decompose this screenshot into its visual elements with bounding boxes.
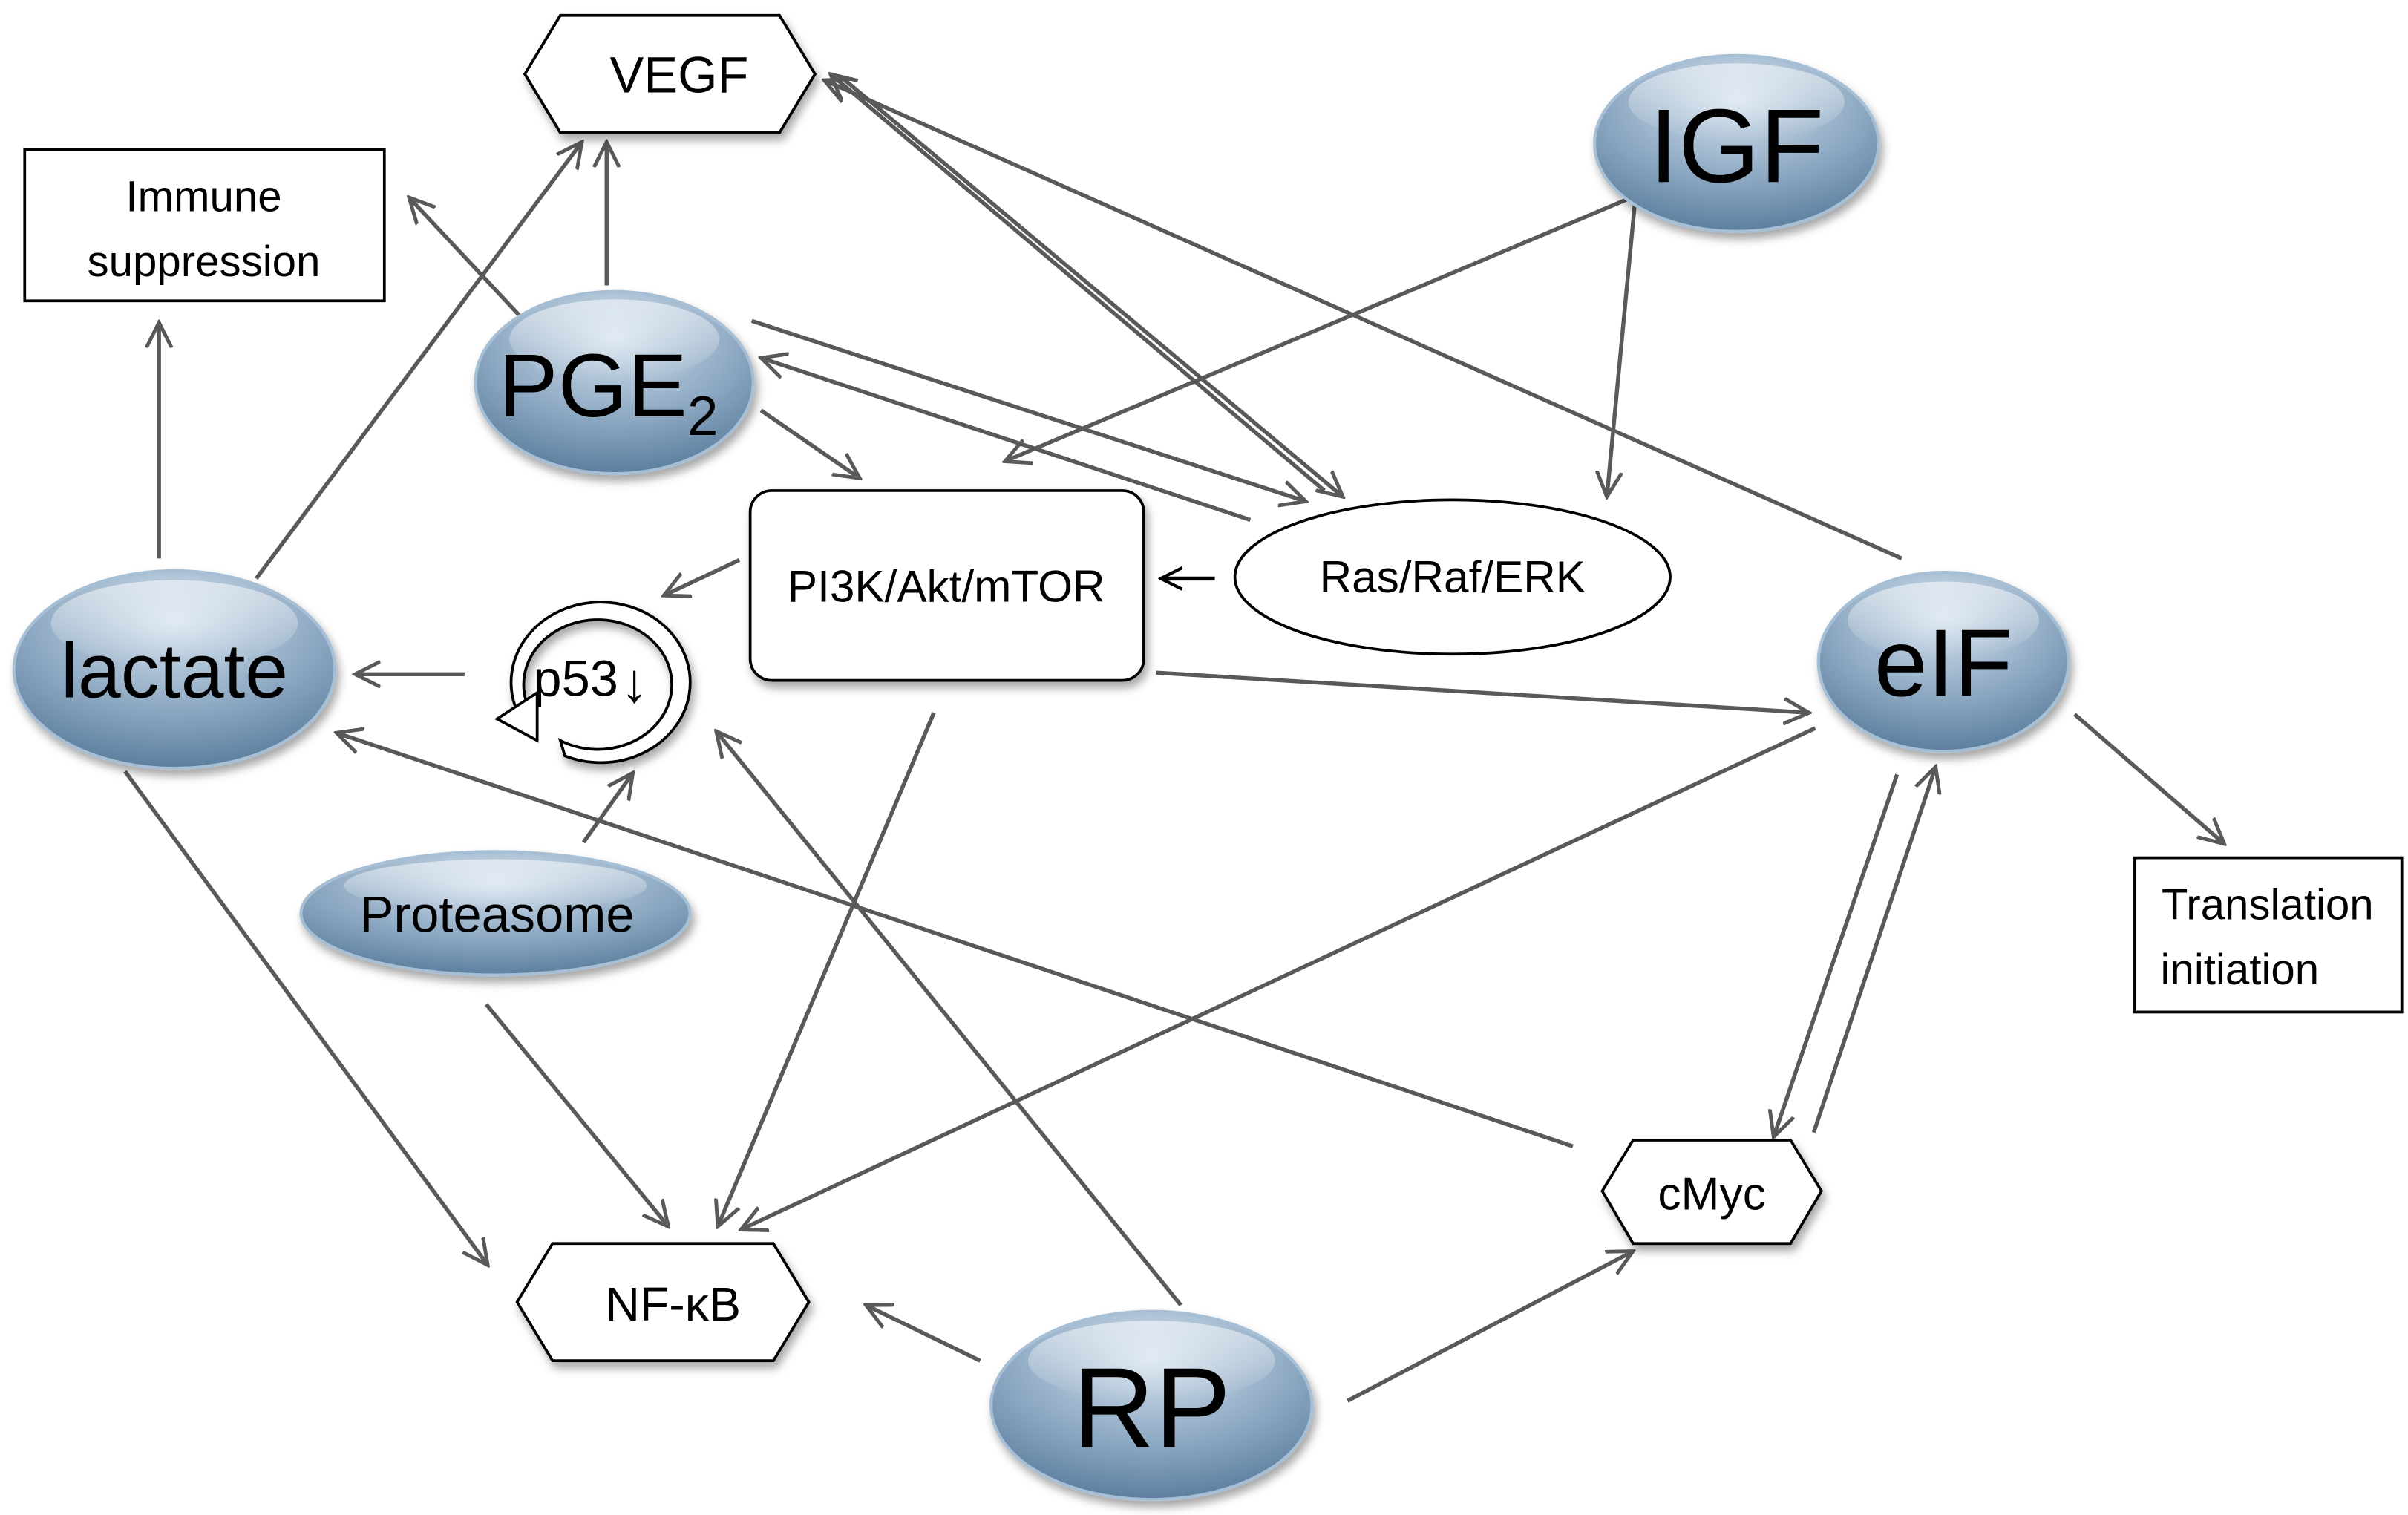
edge-rp-to-nfkb bbox=[866, 1305, 981, 1363]
edge-pi3k-to-p53 bbox=[664, 558, 741, 595]
edge-ras-to-vegf bbox=[831, 74, 1326, 492]
immune-suppression-node: Immune suppression bbox=[23, 148, 386, 303]
ras-label: Ras/Raf/ERK bbox=[1320, 552, 1586, 602]
edge-eif-to-nfkb bbox=[741, 726, 1816, 1229]
eif-node: eIF bbox=[1816, 571, 2070, 753]
edge-eif-to-vegf bbox=[824, 80, 1903, 560]
proteasome-node: Proteasome bbox=[299, 850, 692, 977]
vegf-label: VEGF bbox=[610, 47, 749, 104]
immune-suppression-label-line2: suppression bbox=[88, 238, 321, 286]
p53-cycle-arrowhead-icon bbox=[494, 690, 539, 743]
cmyc-hexagon bbox=[1600, 1139, 1823, 1246]
p53-down-arrow-icon: ↓ bbox=[621, 652, 648, 714]
edge-pi3k-to-nfkb bbox=[718, 712, 936, 1226]
cmyc-node: cMyc bbox=[1600, 1139, 1823, 1246]
pge2-highlight bbox=[509, 299, 720, 380]
edge-pge2-to-immune-suppression bbox=[409, 197, 522, 318]
edge-pi3k-to-eif bbox=[1156, 670, 1810, 713]
pge2-label-subscript: 2 bbox=[687, 385, 719, 447]
edge-eif-to-translation bbox=[2073, 713, 2225, 844]
proteasome-highlight bbox=[344, 859, 647, 912]
edge-rp-to-p53 bbox=[716, 731, 1182, 1307]
ras-node: Ras/Raf/ERK bbox=[1233, 498, 1672, 656]
rp-node: RP bbox=[989, 1309, 1314, 1502]
edge-lactate-to-nfkb bbox=[123, 770, 488, 1265]
ras-ellipse bbox=[1233, 498, 1672, 656]
edge-proteasome-to-nfkb bbox=[484, 1003, 668, 1226]
translation-initiation-box bbox=[2133, 856, 2404, 1014]
rp-label: RP bbox=[1072, 1344, 1231, 1472]
lactate-node: lactate bbox=[12, 569, 337, 770]
proteasome-label: Proteasome bbox=[360, 886, 635, 943]
vegf-hexagon bbox=[523, 13, 817, 134]
rp-highlight bbox=[1027, 1321, 1275, 1401]
cmyc-label: cMyc bbox=[1658, 1168, 1766, 1220]
p53-label: p53 bbox=[533, 649, 618, 707]
nfkb-node: NF-κB bbox=[515, 1242, 811, 1363]
edge-lactate-to-vegf bbox=[255, 142, 582, 580]
lactate-highlight bbox=[50, 580, 298, 667]
edge-igf-to-ras bbox=[1607, 205, 1637, 497]
edge-cmyc-to-eif bbox=[1811, 767, 1935, 1133]
pge2-label: PGE2 bbox=[498, 336, 718, 447]
translation-initiation-label-line1: Translation bbox=[2162, 881, 2374, 929]
vegf-node: VEGF bbox=[523, 13, 817, 134]
immune-suppression-box bbox=[23, 148, 386, 303]
edge-rp-to-cmyc bbox=[1347, 1251, 1633, 1403]
igf-node: IGF bbox=[1593, 53, 1880, 233]
p53-node: p53 ↓ bbox=[494, 601, 692, 765]
pge2-node: PGE2 bbox=[474, 289, 755, 476]
nfkb-label: NF-κB bbox=[605, 1277, 741, 1331]
igf-highlight bbox=[1628, 63, 1845, 141]
pge2-label-base: PGE bbox=[498, 336, 687, 436]
immune-suppression-label-line1: Immune bbox=[125, 173, 281, 221]
edge-pge2-to-ras bbox=[750, 318, 1306, 501]
p53-cycle-icon bbox=[509, 601, 692, 765]
edge-proteasome-to-p53 bbox=[581, 773, 633, 844]
edge-cmyc-to-lactate bbox=[336, 733, 1574, 1148]
pi3k-label: PI3K/Akt/mTOR bbox=[788, 561, 1105, 612]
eif-label: eIF bbox=[1874, 609, 2012, 716]
pi3k-box bbox=[748, 489, 1145, 682]
edge-igf-to-pi3k bbox=[1005, 195, 1633, 461]
edge-pge2-to-pi3k bbox=[759, 408, 860, 478]
nfkb-hexagon bbox=[515, 1242, 811, 1363]
pi3k-node: PI3K/Akt/mTOR bbox=[748, 489, 1145, 682]
translation-initiation-label-line2: initiation bbox=[2161, 946, 2320, 994]
igf-label: IGF bbox=[1649, 87, 1825, 204]
eif-highlight bbox=[1848, 581, 2040, 659]
translation-initiation-node: Translation initiation bbox=[2133, 856, 2404, 1014]
edge-eif-to-cmyc bbox=[1773, 773, 1900, 1136]
edge-vegf-to-ras bbox=[840, 75, 1343, 497]
edges bbox=[123, 74, 2225, 1403]
lactate-label: lactate bbox=[61, 628, 288, 714]
